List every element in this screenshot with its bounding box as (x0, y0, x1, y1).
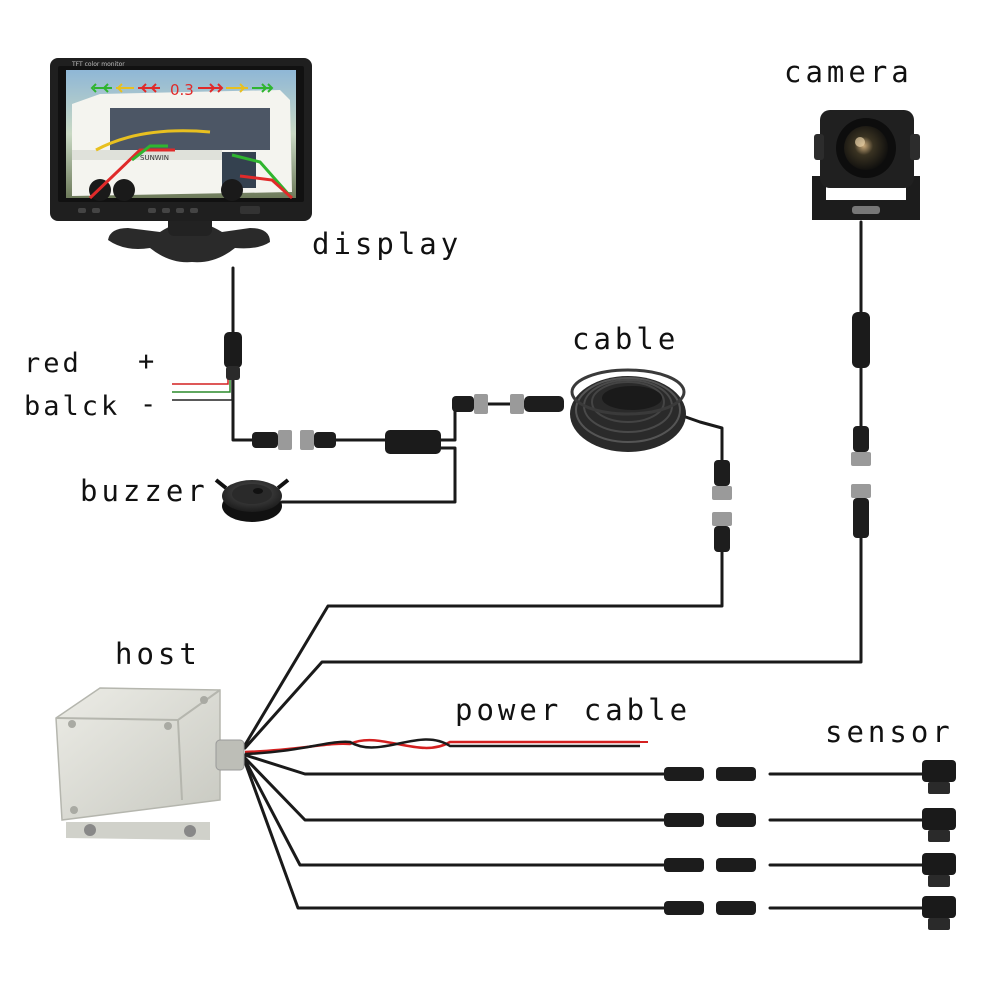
camera-to-host-cable (243, 536, 863, 750)
extension-cable-reel (570, 368, 686, 452)
power-cable-label: power cable (455, 693, 692, 727)
sensor-connectors (664, 767, 756, 915)
aviation-connector-pair-2 (452, 394, 564, 414)
cable-label: cable (572, 322, 680, 356)
display-to-connector-cable (231, 378, 254, 442)
minus-label: - (140, 389, 160, 420)
extension-to-host-cable (243, 538, 724, 747)
sensor-units (922, 760, 956, 930)
sensor-2 (922, 808, 956, 842)
buzzer-cable (280, 446, 457, 504)
display-plug (224, 332, 242, 380)
sensor-cable-3 (243, 758, 667, 867)
sensor-cable-2 (243, 756, 667, 822)
splitter-box (385, 430, 441, 454)
camera-plug (852, 312, 870, 368)
plus-label: + (138, 346, 158, 377)
monitor-brand: TFT color monitor (71, 61, 125, 68)
sensor-label: sensor (825, 715, 954, 749)
aviation-connector-pair-1 (252, 430, 336, 450)
reel-to-host-cable (678, 413, 724, 464)
camera-device (812, 110, 920, 220)
monitor-bus-text: SUNWIN (140, 154, 169, 162)
aviation-connector-pair-4 (851, 426, 871, 538)
power-cable (244, 738, 648, 756)
aviation-connector-pair-3 (712, 460, 732, 552)
display-label: display (312, 227, 463, 261)
monitor-distance: 0.3 (170, 81, 194, 99)
buzzer-label: buzzer (80, 474, 209, 508)
sensor-3 (922, 853, 956, 887)
buzzer-device (214, 478, 290, 522)
display-monitor (50, 58, 312, 263)
black-wire-label: balck (24, 391, 121, 422)
red-wire-label: red (24, 348, 82, 379)
sensor-cable-1 (243, 753, 667, 776)
sensor-4 (922, 896, 956, 930)
sensor-1 (922, 760, 956, 794)
host-box (55, 687, 245, 840)
sensor-cable-4 (243, 760, 667, 910)
host-label: host (115, 637, 201, 671)
camera-label: camera (784, 55, 913, 89)
